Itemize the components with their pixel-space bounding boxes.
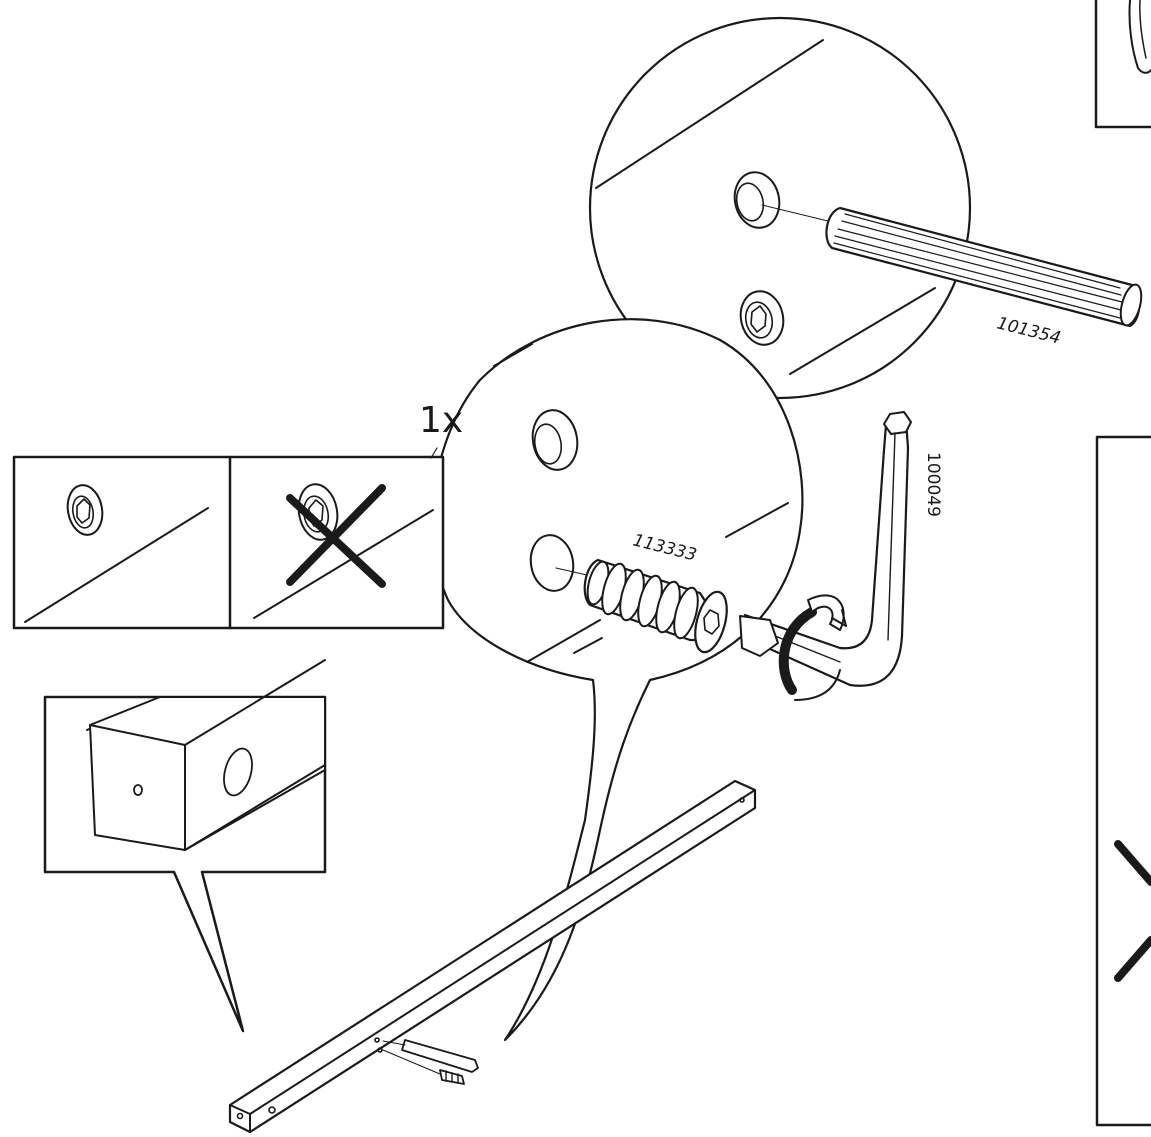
rotate-arrow-icon bbox=[778, 594, 847, 701]
partial-x-mark-icon bbox=[1114, 840, 1151, 982]
right-panel bbox=[1095, 435, 1151, 1127]
insert-lower-hole bbox=[529, 534, 575, 592]
rail-part bbox=[228, 779, 757, 1134]
quantity-label: 1x bbox=[419, 400, 463, 441]
rail-dowel-small bbox=[382, 1039, 479, 1073]
correct-flush-example bbox=[24, 484, 209, 623]
threaded-insert-part bbox=[583, 558, 728, 654]
top-right-panel bbox=[1094, 0, 1151, 129]
hex-key-part bbox=[739, 411, 912, 687]
rail-insert-small bbox=[382, 1049, 465, 1085]
insert-upper-hole bbox=[531, 409, 579, 471]
hex-key-part-number: 100049 bbox=[923, 452, 943, 517]
comparison-panels bbox=[12, 455, 445, 630]
dowel-part-number: 101354 bbox=[995, 313, 1063, 348]
dowel-hole bbox=[733, 171, 781, 229]
rail-end-callout bbox=[43, 659, 327, 1033]
insert-hole bbox=[739, 290, 785, 346]
wrong-protruding-example bbox=[253, 483, 434, 619]
x-mark-icon bbox=[286, 484, 386, 588]
insert-detail-circle bbox=[431, 318, 804, 1042]
dowel-part bbox=[825, 206, 1143, 328]
dowel-detail-circle bbox=[588, 16, 972, 400]
